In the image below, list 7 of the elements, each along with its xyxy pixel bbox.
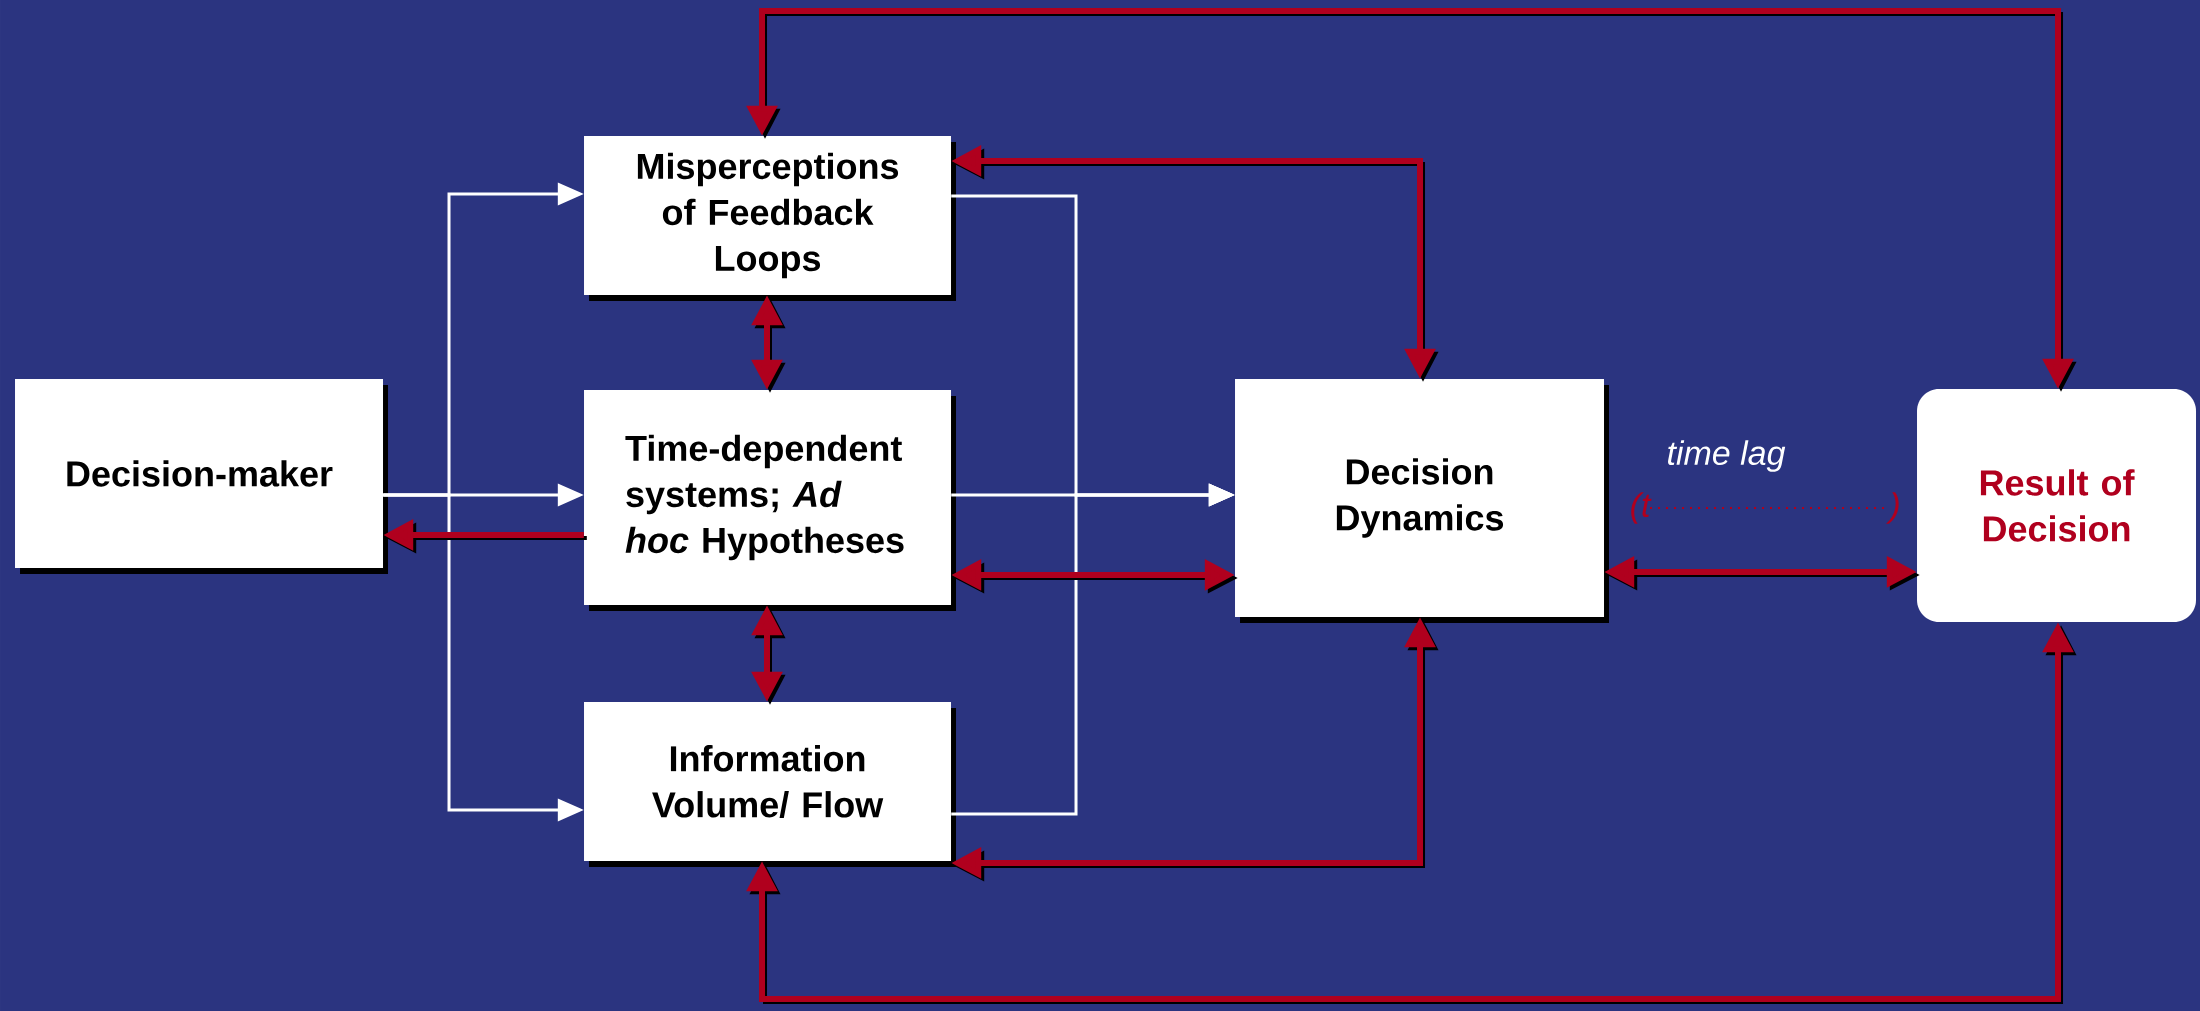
result-box: Result of Decision [1917,389,2196,622]
time-lag-label: time lag [1668,440,1786,472]
process-box: Decision Dynamics [1235,379,1609,623]
process-box: Misperceptions of Feedback Loops [584,136,956,301]
process-box: Decision-maker [15,379,388,574]
process-box: Information Volume/ Flow [584,702,956,867]
process-box: Time-dependent systems; Ad hoc Hypotheses [584,390,956,611]
